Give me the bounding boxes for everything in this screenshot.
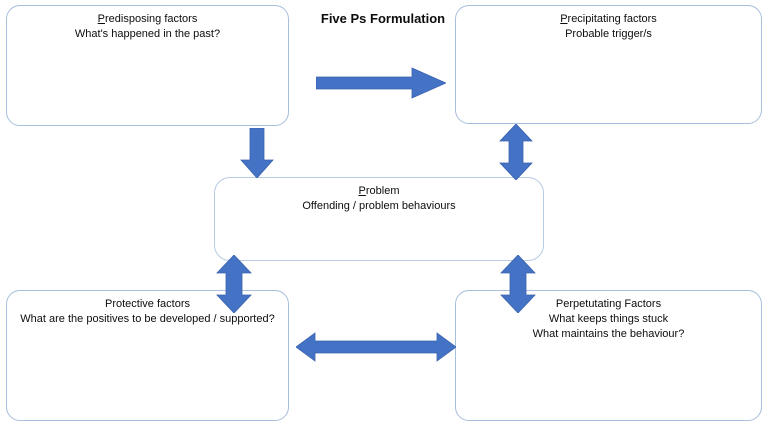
arrow-up-down-icon (216, 255, 252, 313)
box-problem-title: Problem (215, 184, 543, 199)
box-predisposing-title: Predisposing factors (7, 12, 288, 27)
arrow-left-right-icon (296, 330, 456, 364)
box-predisposing-title-rest: redisposing factors (105, 13, 198, 25)
box-perpetuating-factors[interactable]: Perpetutating Factors What keeps things … (455, 290, 762, 421)
box-precipitating-title-initial: P (560, 13, 568, 25)
arrow-up-down-icon (500, 255, 536, 313)
arrow-right-icon (316, 66, 446, 100)
box-protective-factors[interactable]: Protective factors What are the positive… (6, 290, 289, 421)
box-precipitating-line-1: Probable trigger/s (565, 28, 652, 40)
box-problem-title-initial: P (358, 185, 366, 197)
box-precipitating-title-rest: recipitating factors (567, 13, 657, 25)
arrow-up-down-icon (499, 124, 533, 180)
box-precipitating-title: Precipitating factors (456, 12, 761, 27)
box-perpetuating-line-1: What keeps things stuck (548, 313, 669, 325)
box-precipitating-factors[interactable]: Precipitating factors Probable trigger/s (455, 5, 762, 124)
box-predisposing-title-initial: P (97, 13, 105, 25)
box-protective-title: Protective factors (7, 297, 288, 312)
box-perpetuating-title: Perpetutating Factors (456, 297, 761, 312)
box-problem-title-rest: roblem (365, 185, 400, 197)
box-problem-line-1: Offending / problem behaviours (302, 200, 456, 212)
box-perpetuating-line-2: What maintains the behaviour? (532, 327, 685, 340)
box-predisposing-line-1: What's happened in the past? (74, 28, 221, 40)
box-perpetuating-title-rest: Perpetutating Factors (555, 298, 662, 310)
box-protective-line-1: What are the positives to be developed /… (20, 313, 275, 325)
box-problem[interactable]: Problem Offending / problem behaviours (214, 177, 544, 261)
page-title: Five Ps Formulation (320, 11, 446, 26)
box-predisposing-factors[interactable]: Predisposing factors What's happened in … (6, 5, 289, 126)
box-protective-title-rest: Protective factors (105, 298, 190, 310)
arrow-down-icon (240, 128, 274, 178)
